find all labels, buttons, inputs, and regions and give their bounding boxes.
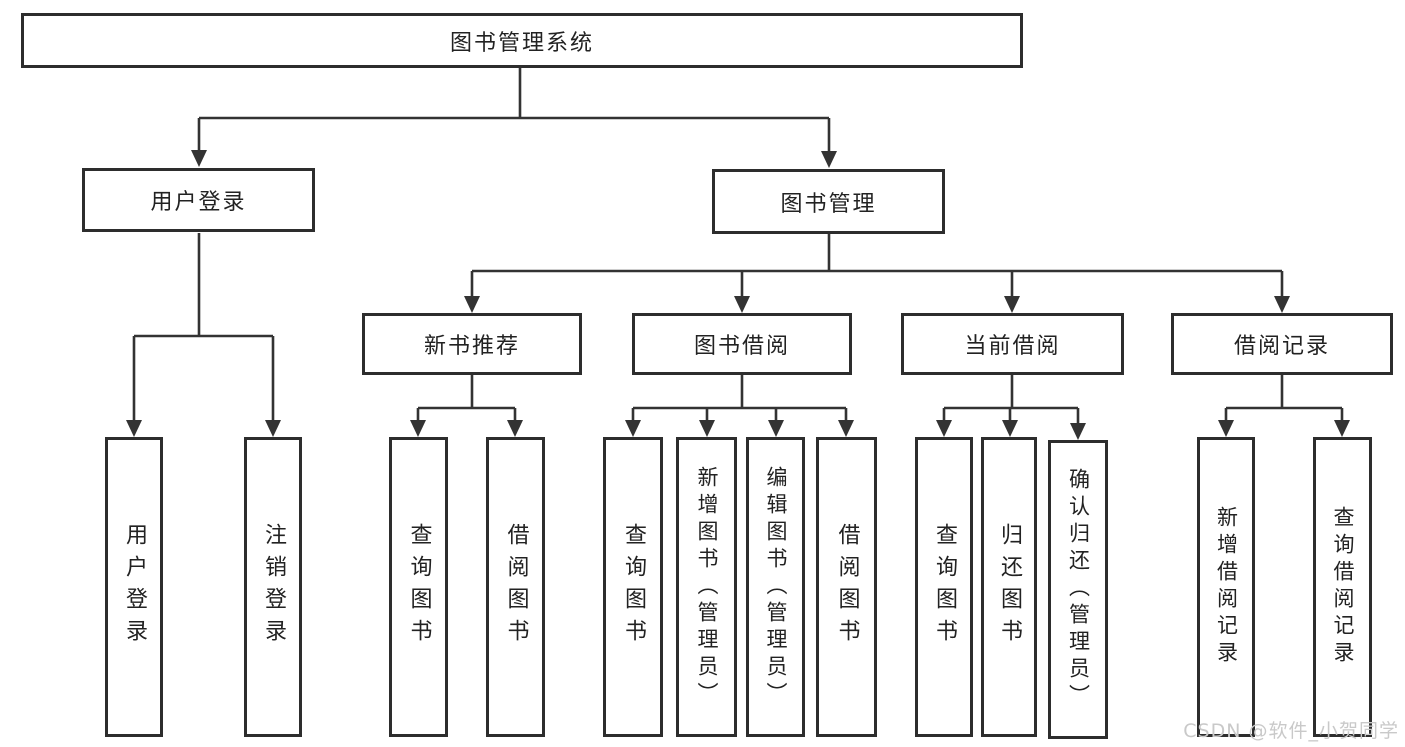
leaf-user-login-label: 用户登录 [122, 523, 147, 651]
leaf-return-books-label: 归还图书 [997, 523, 1022, 651]
leaf-user-login: 用户登录 [105, 437, 163, 737]
leaf-edit-books-admin: 编辑图书（管理员） [746, 437, 805, 737]
leaf-edit-books-admin-label: 编辑图书（管理员） [764, 465, 788, 709]
leaf-borrow-books-label: 借阅图书 [834, 523, 860, 651]
node-book-management: 图书管理 [712, 169, 945, 234]
leaf-query-borrow-record: 查询借阅记录 [1313, 437, 1372, 737]
node-book-borrowing: 图书借阅 [632, 313, 852, 375]
leaf-recommend-query-books: 查询图书 [389, 437, 448, 737]
leaf-return-books: 归还图书 [981, 437, 1037, 737]
leaf-current-query-books-label: 查询图书 [932, 523, 957, 651]
csdn-watermark: CSDN @软件_小贺同学 [1183, 720, 1399, 742]
leaf-add-borrow-record: 新增借阅记录 [1197, 437, 1255, 737]
node-new-book-recommend-label: 新书推荐 [423, 334, 520, 359]
leaf-logout: 注销登录 [244, 437, 302, 737]
node-borrowing-records: 借阅记录 [1171, 313, 1393, 375]
leaf-add-books-admin-label: 新增图书（管理员） [695, 465, 719, 709]
leaf-recommend-borrow-books-label: 借阅图书 [503, 523, 529, 651]
node-user-login-label: 用户登录 [150, 190, 247, 215]
node-book-borrowing-label: 图书借阅 [693, 334, 790, 359]
leaf-query-borrow-record-label: 查询借阅记录 [1331, 506, 1355, 668]
node-borrowing-records-label: 借阅记录 [1233, 334, 1330, 359]
leaf-logout-label: 注销登录 [261, 523, 286, 651]
leaf-confirm-return-admin-label: 确认归还（管理员） [1066, 468, 1091, 711]
leaf-borrowing-query-books: 查询图书 [603, 437, 663, 737]
node-new-book-recommend: 新书推荐 [362, 313, 582, 375]
node-current-borrowing: 当前借阅 [901, 313, 1124, 375]
leaf-current-query-books: 查询图书 [915, 437, 973, 737]
leaf-recommend-borrow-books: 借阅图书 [486, 437, 545, 737]
node-book-management-label: 图书管理 [780, 191, 877, 217]
arrowheads [126, 150, 1350, 440]
leaf-add-borrow-record-label: 新增借阅记录 [1214, 506, 1239, 668]
connector-path [132, 68, 1344, 427]
node-root-label: 图书管理系统 [449, 30, 594, 56]
leaf-borrow-books: 借阅图书 [816, 437, 877, 737]
node-root: 图书管理系统 [21, 13, 1023, 68]
leaf-borrowing-query-books-label: 查询图书 [621, 523, 646, 651]
leaf-confirm-return-admin: 确认归还（管理员） [1048, 440, 1108, 739]
node-user-login: 用户登录 [82, 168, 315, 232]
leaf-add-books-admin: 新增图书（管理员） [676, 437, 737, 737]
node-current-borrowing-label: 当前借阅 [964, 334, 1061, 359]
leaf-recommend-query-books-label: 查询图书 [406, 523, 432, 651]
